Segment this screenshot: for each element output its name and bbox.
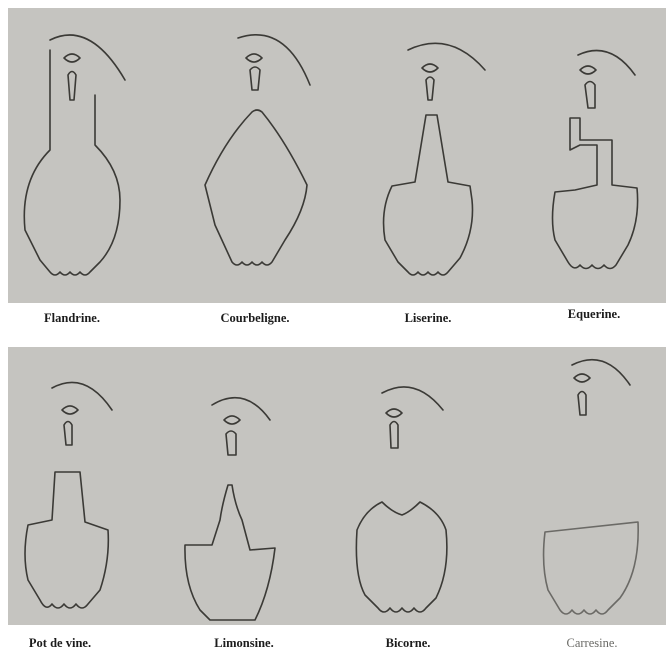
caption-bicorne: Bicorne.	[386, 636, 431, 651]
eye-icon	[574, 374, 590, 382]
caption-equerine: Equerine.	[568, 307, 620, 322]
eyebrow-icon	[52, 382, 112, 410]
leaf-figure-carresine	[544, 360, 639, 614]
bud-icon	[64, 422, 72, 446]
caption-limonsine: Limonsine.	[214, 636, 273, 651]
leaf-figure-equerine	[553, 51, 638, 269]
bud-icon	[226, 431, 236, 455]
leaf-figure-courbeligne	[205, 35, 310, 265]
eye-icon	[422, 64, 438, 72]
caption-flandrine: Flandrine.	[44, 311, 100, 326]
eyebrow-icon	[408, 43, 485, 70]
leaf-outline	[24, 50, 120, 275]
leaf-outline	[205, 110, 307, 265]
eyebrow-icon	[212, 398, 270, 420]
leaf-outline	[25, 472, 108, 608]
eyebrow-icon	[578, 51, 635, 76]
bud-icon	[585, 82, 595, 109]
caption-liserine: Liserine.	[405, 311, 452, 326]
eye-icon	[64, 54, 80, 62]
eyebrow-icon	[382, 387, 443, 410]
leaf-outline	[553, 118, 638, 269]
leaf-figure-limonsine	[185, 398, 275, 620]
leaf-outline	[185, 485, 275, 620]
caption-carresine: Carresine.	[566, 636, 617, 651]
eyebrow-icon	[50, 35, 125, 80]
leaf-figure-flandrine	[24, 35, 125, 275]
eye-icon	[580, 66, 596, 74]
leaf-figure-bicorne	[356, 387, 447, 612]
bud-icon	[390, 422, 398, 449]
leaf-figure-pot-de-vine	[25, 382, 112, 608]
leaf-outline	[384, 115, 473, 275]
bud-icon	[250, 67, 260, 90]
bud-icon	[578, 392, 586, 416]
eye-icon	[246, 54, 262, 62]
leaf-outline	[356, 502, 447, 612]
eye-icon	[62, 406, 78, 414]
bud-icon	[426, 77, 434, 100]
caption-courbeligne: Courbeligne.	[220, 311, 289, 326]
leaf-outline	[544, 522, 639, 614]
bud-icon	[68, 72, 76, 101]
eye-icon	[224, 416, 240, 424]
eye-icon	[386, 409, 402, 417]
caption-pot-de-vine: Pot de vine.	[29, 636, 91, 651]
leaf-figure-liserine	[384, 43, 485, 275]
